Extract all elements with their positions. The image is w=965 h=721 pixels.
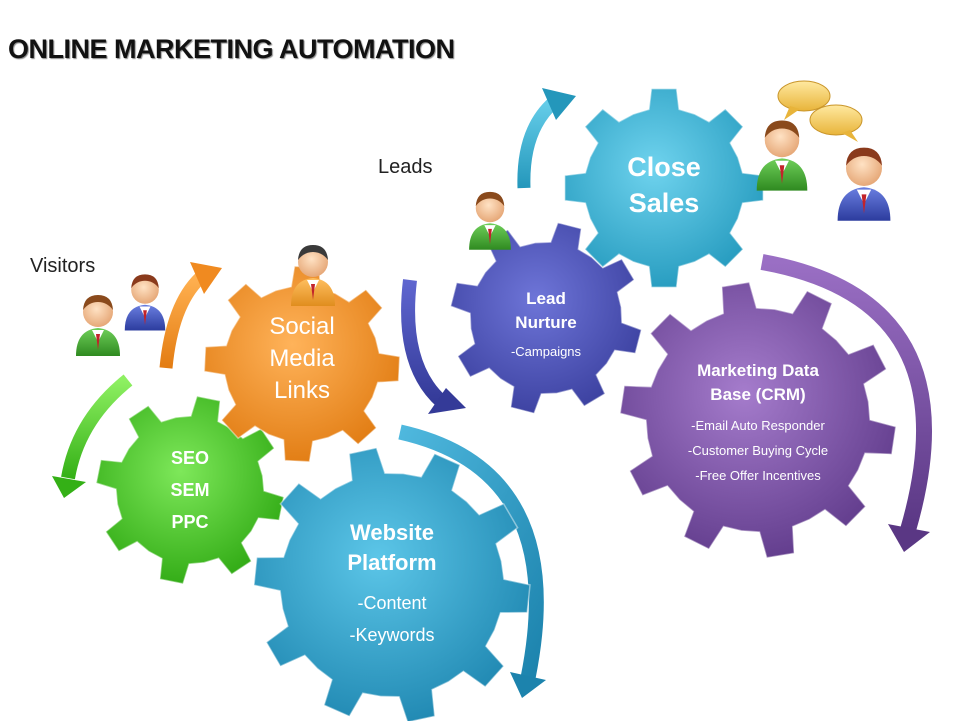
person-icon: [837, 147, 891, 221]
arrow-icon: [517, 88, 576, 189]
speech-bubble-icon: [777, 80, 831, 120]
nurture-title-2: Nurture: [515, 313, 576, 332]
person-icon: [469, 191, 511, 250]
person-icon: [756, 120, 808, 191]
arrow-icon: [760, 254, 933, 552]
website-item-keywords: -Keywords: [349, 625, 434, 645]
gear-icon: [619, 281, 897, 559]
ppc-line: PPC: [171, 512, 208, 532]
gear-seo: [95, 395, 285, 585]
nurture-title-1: Lead: [526, 289, 566, 308]
visitors-label: Visitors: [30, 255, 96, 277]
crm-item-email: -Email Auto Responder: [691, 418, 825, 433]
flow-arrows: [52, 88, 933, 698]
person-icon: [291, 245, 335, 306]
gear-nurture-text: Lead Nurture -Campaigns: [511, 289, 582, 359]
gear-crm-text: Marketing Data Base (CRM) -Email Auto Re…: [688, 361, 828, 483]
website-title-1: Website: [350, 520, 434, 545]
person-icon: [124, 274, 166, 331]
crm-title-2: Base (CRM): [710, 385, 805, 404]
gear-icon: [564, 88, 764, 288]
gear-crm: [619, 281, 897, 559]
close-line: Close: [627, 152, 701, 182]
gear-close: [564, 88, 764, 288]
social-line: Social: [269, 313, 334, 340]
gear-icon: [253, 447, 531, 721]
gear-website-text: Website Platform -Content -Keywords: [347, 520, 436, 645]
gear-nurture: [449, 221, 643, 415]
gear-icon: [95, 395, 285, 585]
sem-line: SEM: [170, 480, 209, 500]
gear-icon: [449, 221, 643, 415]
media-line: Media: [269, 345, 335, 372]
gear-social-text: Social Media Links: [269, 313, 335, 404]
links-line: Links: [274, 377, 330, 404]
crm-title-1: Marketing Data: [697, 361, 819, 380]
nurture-item-campaigns: -Campaigns: [511, 344, 582, 359]
gear-website: [253, 447, 531, 721]
leads-label: Leads: [378, 156, 433, 178]
page-title: ONLINE MARKETING AUTOMATION: [8, 34, 455, 64]
arrow-icon: [398, 424, 546, 698]
speech-bubble-icon: [809, 104, 863, 142]
website-title-2: Platform: [347, 550, 436, 575]
arrow-icon: [401, 279, 466, 414]
arrow-icon: [159, 262, 222, 369]
crm-item-buying-cycle: -Customer Buying Cycle: [688, 443, 828, 458]
website-item-content: -Content: [357, 593, 426, 613]
arrow-icon: [52, 374, 133, 498]
person-icon: [76, 295, 120, 356]
seo-line: SEO: [171, 448, 209, 468]
gear-seo-text: SEO SEM PPC: [170, 448, 209, 532]
gear-close-text: Close Sales: [627, 152, 701, 218]
crm-item-free-offer: -Free Offer Incentives: [695, 468, 821, 483]
sales-line: Sales: [629, 188, 700, 218]
